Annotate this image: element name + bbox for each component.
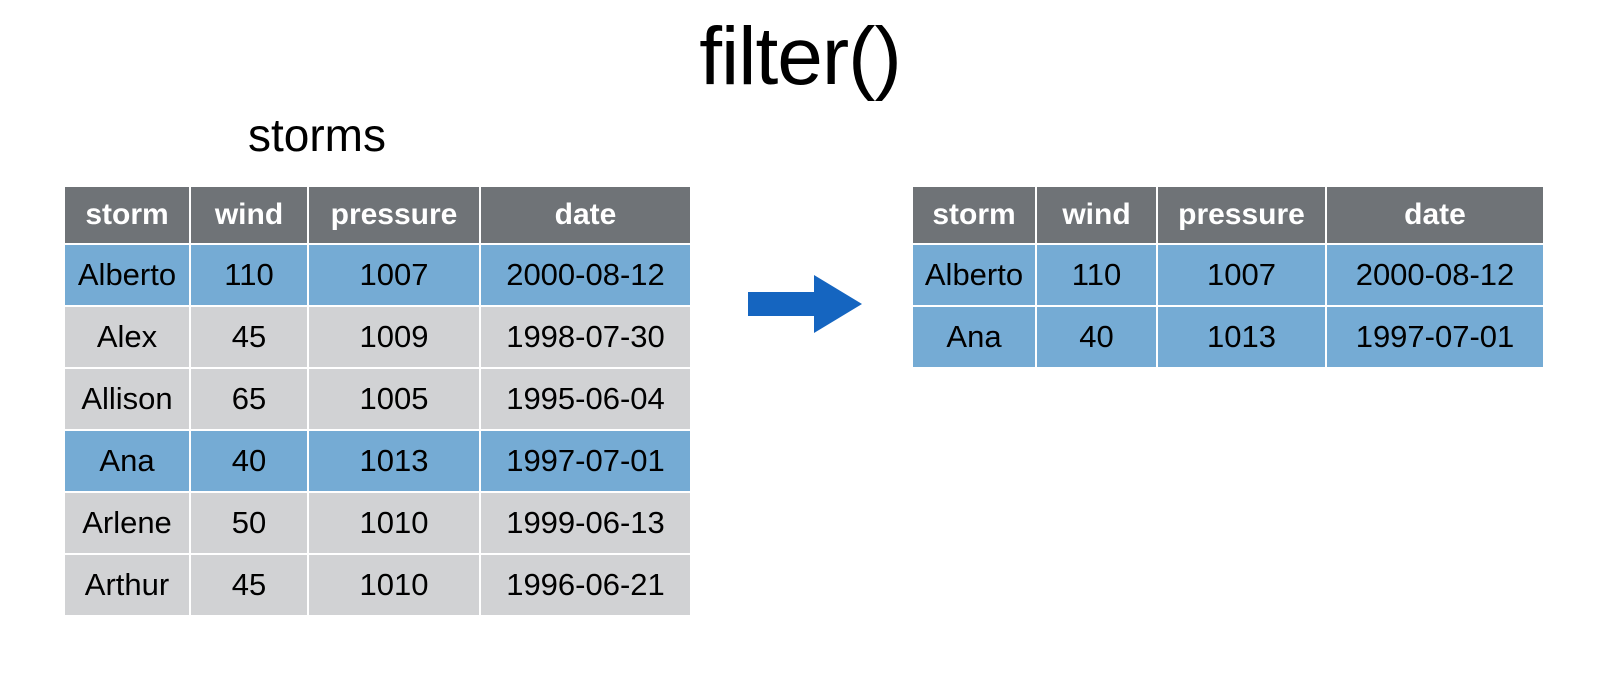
column-header-date[interactable]: date: [1326, 187, 1543, 245]
table-row[interactable]: Alex 45 1009 1998-07-30: [65, 306, 690, 369]
column-header-date[interactable]: date: [480, 187, 690, 245]
column-header-pressure[interactable]: pressure: [1157, 187, 1327, 245]
table-header-row: storm wind pressure date: [913, 187, 1543, 245]
cell-date: 2000-08-12: [1326, 244, 1543, 307]
source-table: storm wind pressure date Alberto 110 100…: [65, 187, 690, 615]
cell-pressure: 1013: [1157, 306, 1327, 367]
column-header-storm[interactable]: storm: [913, 187, 1037, 245]
cell-pressure: 1010: [308, 492, 481, 555]
column-header-storm[interactable]: storm: [65, 187, 191, 245]
cell-storm: Alberto: [65, 244, 191, 307]
cell-pressure: 1007: [308, 244, 481, 307]
table-row[interactable]: Ana 40 1013 1997-07-01: [913, 306, 1543, 367]
cell-pressure: 1005: [308, 368, 481, 431]
cell-date: 1999-06-13: [480, 492, 690, 555]
cell-date: 1995-06-04: [480, 368, 690, 431]
cell-storm: Ana: [65, 430, 191, 493]
cell-date: 2000-08-12: [480, 244, 690, 307]
result-table: storm wind pressure date Alberto 110 100…: [913, 187, 1543, 367]
cell-storm: Alberto: [913, 244, 1037, 307]
column-header-wind[interactable]: wind: [190, 187, 309, 245]
cell-wind: 45: [190, 554, 309, 615]
cell-wind: 110: [1036, 244, 1158, 307]
cell-storm: Ana: [913, 306, 1037, 367]
cell-date: 1997-07-01: [480, 430, 690, 493]
table-row[interactable]: Arlene 50 1010 1999-06-13: [65, 492, 690, 555]
cell-date: 1996-06-21: [480, 554, 690, 615]
cell-wind: 50: [190, 492, 309, 555]
table-row[interactable]: Arthur 45 1010 1996-06-21: [65, 554, 690, 615]
cell-wind: 45: [190, 306, 309, 369]
table-row[interactable]: Alberto 110 1007 2000-08-12: [65, 244, 690, 307]
cell-wind: 40: [1036, 306, 1158, 367]
cell-pressure: 1007: [1157, 244, 1327, 307]
cell-pressure: 1013: [308, 430, 481, 493]
cell-pressure: 1009: [308, 306, 481, 369]
column-header-pressure[interactable]: pressure: [308, 187, 481, 245]
cell-wind: 40: [190, 430, 309, 493]
source-table-caption: storms: [248, 109, 386, 161]
cell-date: 1997-07-01: [1326, 306, 1543, 367]
cell-wind: 65: [190, 368, 309, 431]
cell-storm: Alex: [65, 306, 191, 369]
cell-date: 1998-07-30: [480, 306, 690, 369]
table-row[interactable]: Allison 65 1005 1995-06-04: [65, 368, 690, 431]
right-arrow-icon: [748, 275, 862, 333]
cell-storm: Arlene: [65, 492, 191, 555]
column-header-wind[interactable]: wind: [1036, 187, 1158, 245]
cell-storm: Arthur: [65, 554, 191, 615]
cell-wind: 110: [190, 244, 309, 307]
cell-pressure: 1010: [308, 554, 481, 615]
table-row[interactable]: Alberto 110 1007 2000-08-12: [913, 244, 1543, 307]
table-row[interactable]: Ana 40 1013 1997-07-01: [65, 430, 690, 493]
table-header-row: storm wind pressure date: [65, 187, 690, 245]
cell-storm: Allison: [65, 368, 191, 431]
page-title: filter(): [699, 11, 902, 102]
